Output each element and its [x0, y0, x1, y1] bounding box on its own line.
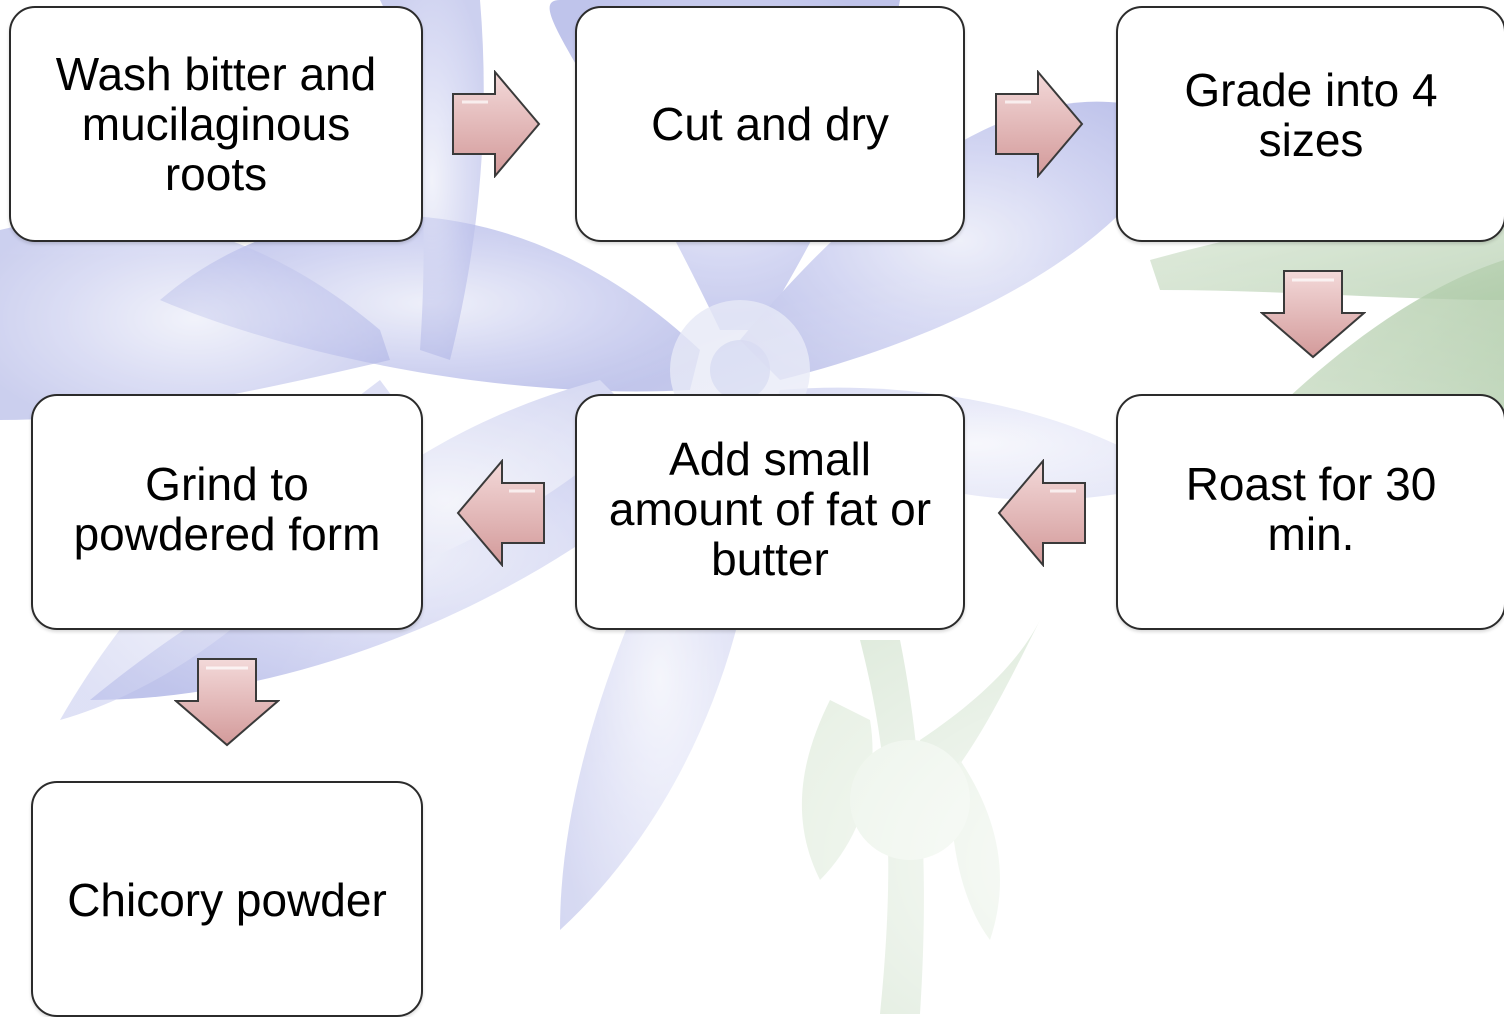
arrow-down-icon	[174, 656, 280, 748]
step-roast: Roast for 30 min.	[1116, 394, 1504, 630]
arrow-left-icon	[455, 459, 547, 567]
step-grind: Grind to powdered form	[31, 394, 423, 630]
step-chicory-powder: Chicory powder	[31, 781, 423, 1017]
arrow-right-icon	[993, 70, 1085, 178]
step-add-fat: Add small amount of fat or butter	[575, 394, 965, 630]
arrow-left-icon	[996, 459, 1088, 567]
step-grade-sizes: Grade into 4 sizes	[1116, 6, 1504, 242]
arrow-right-icon	[450, 70, 542, 178]
arrow-down-icon	[1260, 268, 1366, 360]
step-wash-roots: Wash bitter and mucilaginous roots	[9, 6, 423, 242]
step-cut-and-dry: Cut and dry	[575, 6, 965, 242]
